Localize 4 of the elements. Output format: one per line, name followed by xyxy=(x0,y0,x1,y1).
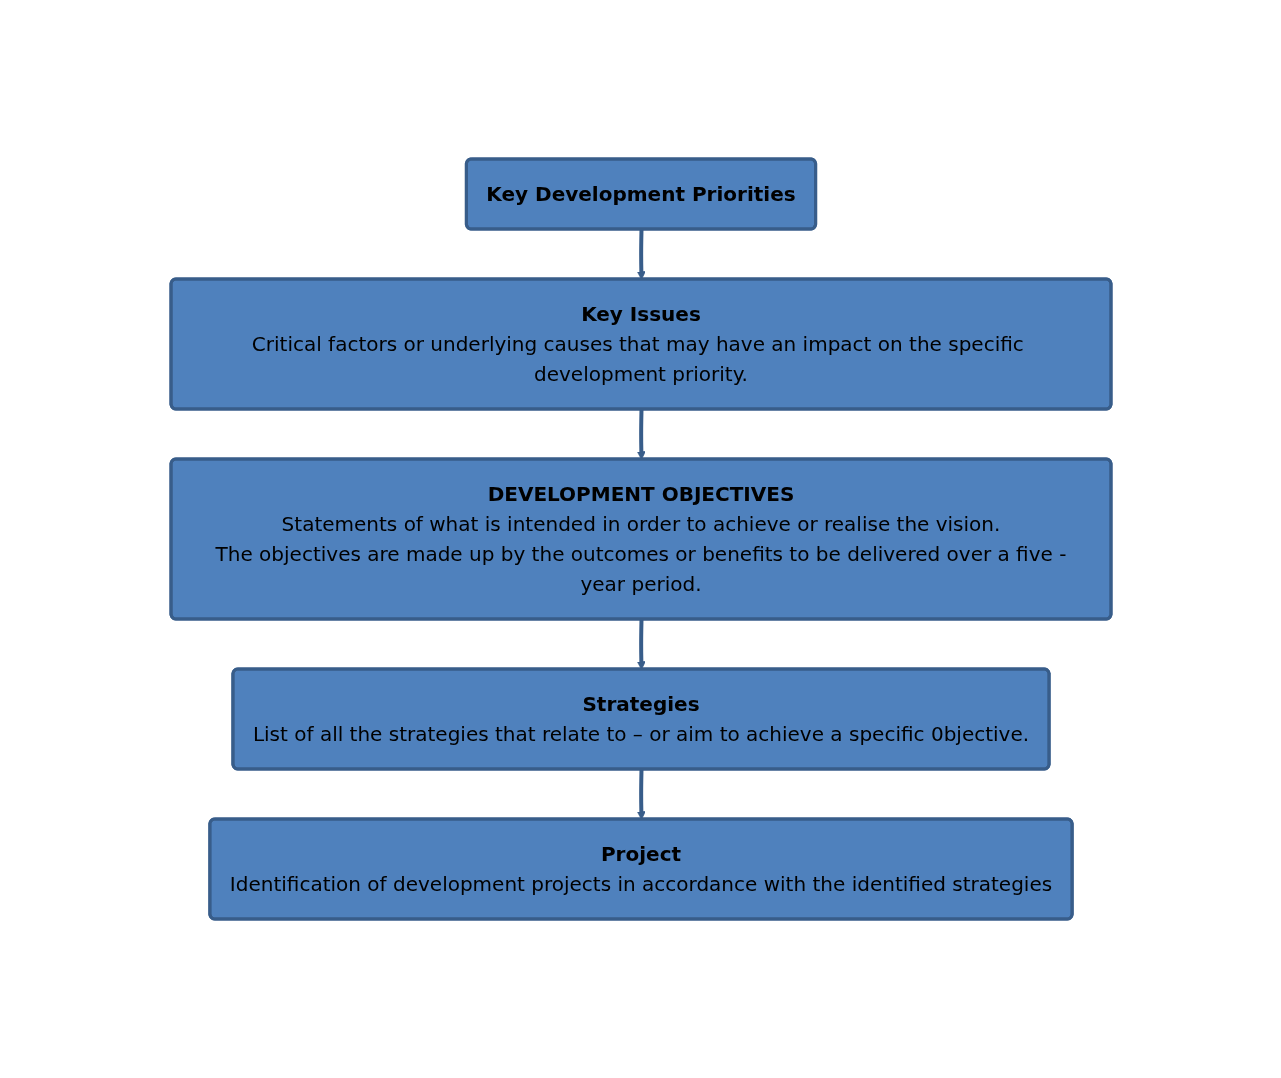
arrow xyxy=(636,769,646,820)
arrow xyxy=(636,229,646,280)
arrow xyxy=(636,619,646,670)
arrow xyxy=(636,409,646,460)
